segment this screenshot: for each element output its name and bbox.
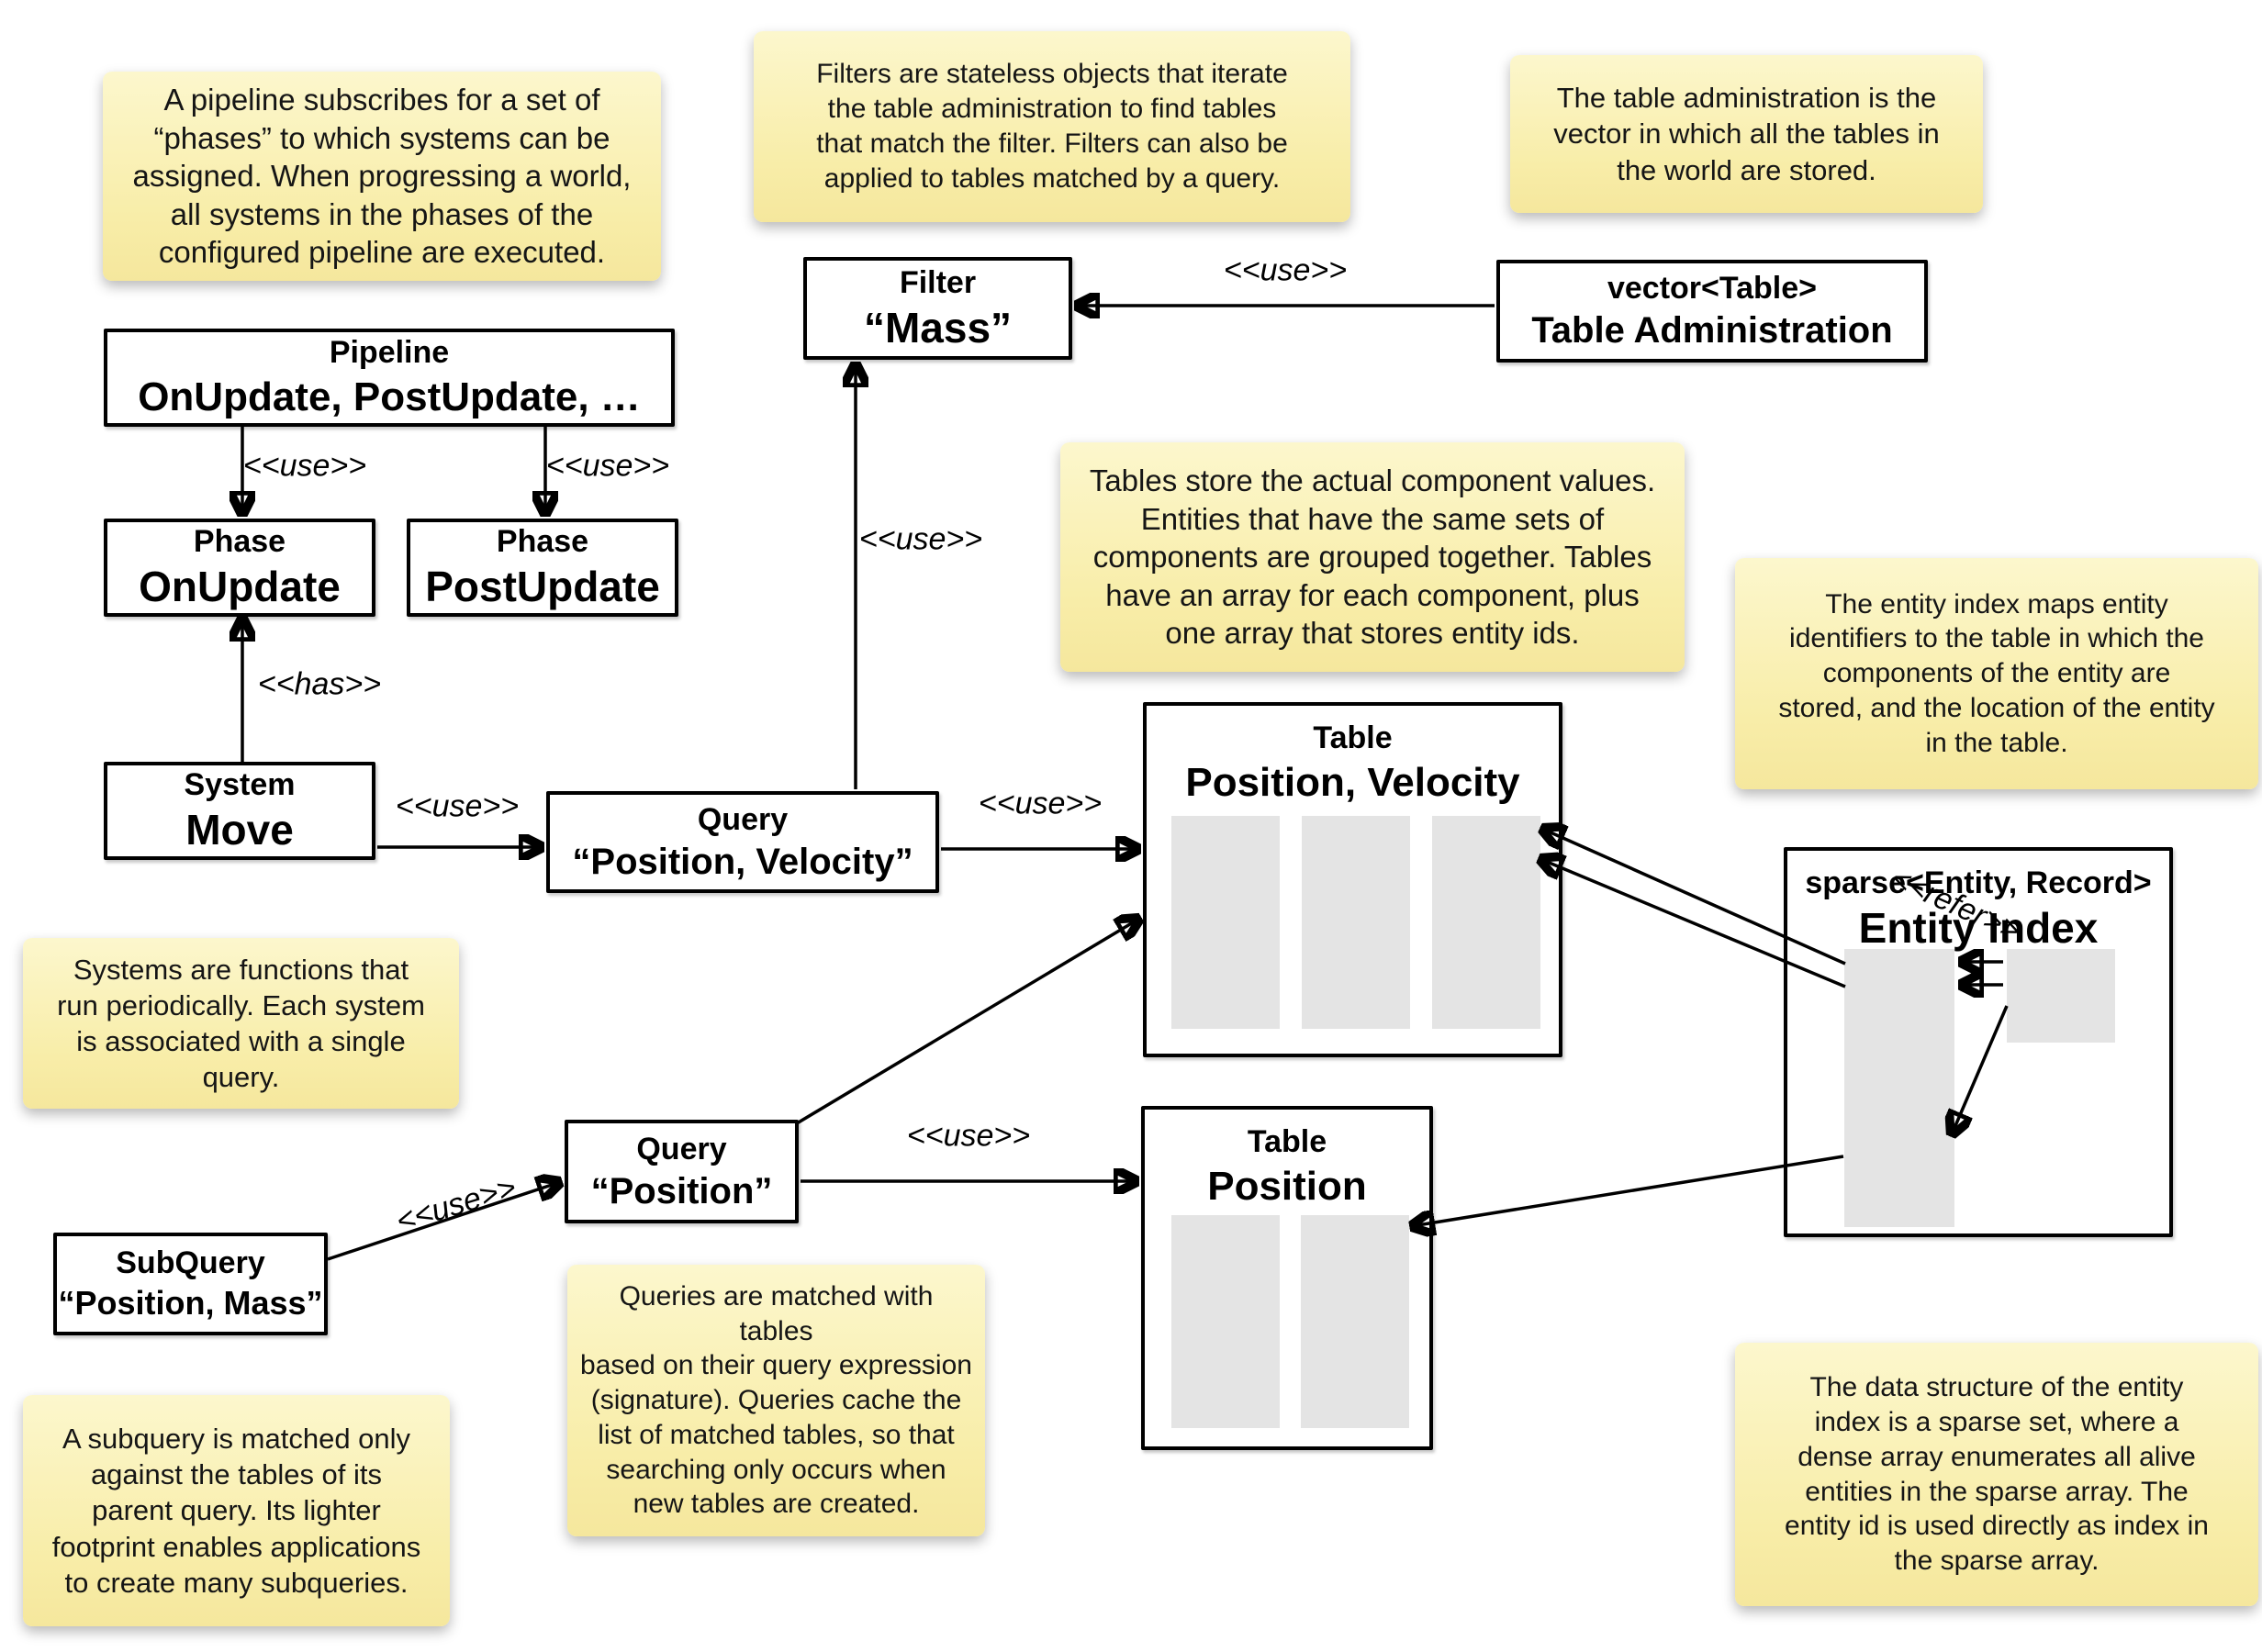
note-systems: Systems are functions that run periodica… xyxy=(23,938,459,1109)
note-entity-index: The entity index maps entity identifiers… xyxy=(1735,558,2258,789)
note-pipeline: A pipeline subscribes for a set of “phas… xyxy=(103,72,661,281)
node-table-position-velocity: Table Position, Velocity xyxy=(1143,702,1562,1057)
node-table-position-stereotype: Table xyxy=(1247,1124,1327,1159)
edge-label-use-pipeline-onupdate: <<use>> xyxy=(242,448,367,484)
node-phase-onupdate: Phase OnUpdate xyxy=(104,519,375,617)
node-pipeline-name: OnUpdate, PostUpdate, … xyxy=(138,374,641,420)
node-phase-postupdate: Phase PostUpdate xyxy=(407,519,678,617)
note-filters: Filters are stateless objects that itera… xyxy=(754,31,1350,222)
edge-label-use-admin-filter: <<use>> xyxy=(1223,252,1348,288)
node-subquery-position-mass-name: “Position, Mass” xyxy=(58,1284,323,1323)
node-entity-index: sparse<Entity, Record> Entity Index xyxy=(1784,847,2173,1237)
edge-label-has-move-onupdate: <<has>> xyxy=(257,666,382,702)
edge-entityindex-refer-tablepos xyxy=(1412,1155,1844,1226)
component-array-1 xyxy=(1171,816,1280,1029)
node-pipeline-stereotype: Pipeline xyxy=(329,335,450,371)
node-phase-postupdate-name: PostUpdate xyxy=(425,563,660,611)
node-query-position-velocity: Query “Position, Velocity” xyxy=(546,791,939,893)
edge-label-use-query-filter: <<use>> xyxy=(858,521,983,557)
node-table-position: Table Position xyxy=(1141,1106,1433,1450)
node-query-position-velocity-name: “Position, Velocity” xyxy=(572,841,913,882)
note-queries: Queries are matched with tables based on… xyxy=(567,1265,985,1536)
note-sparse-set: The data structure of the entity index i… xyxy=(1735,1343,2258,1606)
edge-label-use-move-query: <<use>> xyxy=(395,788,520,824)
edge-dense-sparse-diagonal xyxy=(1952,1005,2009,1134)
sparse-array xyxy=(1844,949,1954,1227)
node-query-position-name: “Position” xyxy=(590,1170,773,1211)
node-entity-index-name: Entity Index xyxy=(1858,904,2099,953)
node-filter-mass-stereotype: Filter xyxy=(899,264,977,300)
node-table-administration: vector<Table> Table Administration xyxy=(1496,260,1928,363)
component-array-2 xyxy=(1302,816,1410,1029)
node-query-position-stereotype: Query xyxy=(636,1131,727,1166)
node-phase-onupdate-stereotype: Phase xyxy=(193,524,286,560)
node-entity-index-stereotype: sparse<Entity, Record> xyxy=(1805,865,2152,900)
edge-label-use-querypos-tablepos: <<use>> xyxy=(906,1118,1031,1154)
node-subquery-position-mass: SubQuery “Position, Mass” xyxy=(53,1233,328,1335)
note-tables: Tables store the actual component values… xyxy=(1060,442,1685,672)
node-table-position-name: Position xyxy=(1207,1164,1367,1210)
node-filter-mass: Filter “Mass” xyxy=(803,257,1072,360)
dense-array xyxy=(2007,949,2115,1043)
edge-label-use-querypv-tablepv: <<use>> xyxy=(978,786,1103,821)
edge-entityindex-refer-tablepv-2 xyxy=(1540,859,1846,988)
note-subquery: A subquery is matched only against the t… xyxy=(23,1395,450,1626)
node-table-position-velocity-name: Position, Velocity xyxy=(1185,760,1520,806)
node-query-position-velocity-stereotype: Query xyxy=(697,801,789,837)
node-pipeline: Pipeline OnUpdate, PostUpdate, … xyxy=(104,329,675,427)
node-table-administration-stereotype: vector<Table> xyxy=(1607,271,1818,307)
node-phase-postupdate-stereotype: Phase xyxy=(496,524,589,560)
node-phase-onupdate-name: OnUpdate xyxy=(139,563,341,611)
edge-entityindex-refer-tablepv-1 xyxy=(1542,829,1846,966)
node-query-position: Query “Position” xyxy=(565,1120,799,1223)
component-array-5 xyxy=(1301,1215,1409,1428)
component-array-3 xyxy=(1432,816,1540,1029)
node-table-position-velocity-stereotype: Table xyxy=(1313,720,1393,755)
note-table-admin: The table administration is the vector i… xyxy=(1510,55,1983,213)
edge-label-use-pipeline-postupdate: <<use>> xyxy=(545,448,670,484)
node-system-move-name: Move xyxy=(185,806,294,854)
component-array-4 xyxy=(1171,1215,1280,1428)
node-filter-mass-name: “Mass” xyxy=(863,303,1013,352)
node-subquery-position-mass-stereotype: SubQuery xyxy=(116,1245,265,1281)
edge-subquery-use-querypos xyxy=(327,1182,560,1261)
node-table-administration-name: Table Administration xyxy=(1531,310,1893,352)
edge-querypos-use-tablepv xyxy=(796,919,1139,1125)
node-system-move-stereotype: System xyxy=(184,767,296,803)
node-system-move: System Move xyxy=(104,762,375,860)
